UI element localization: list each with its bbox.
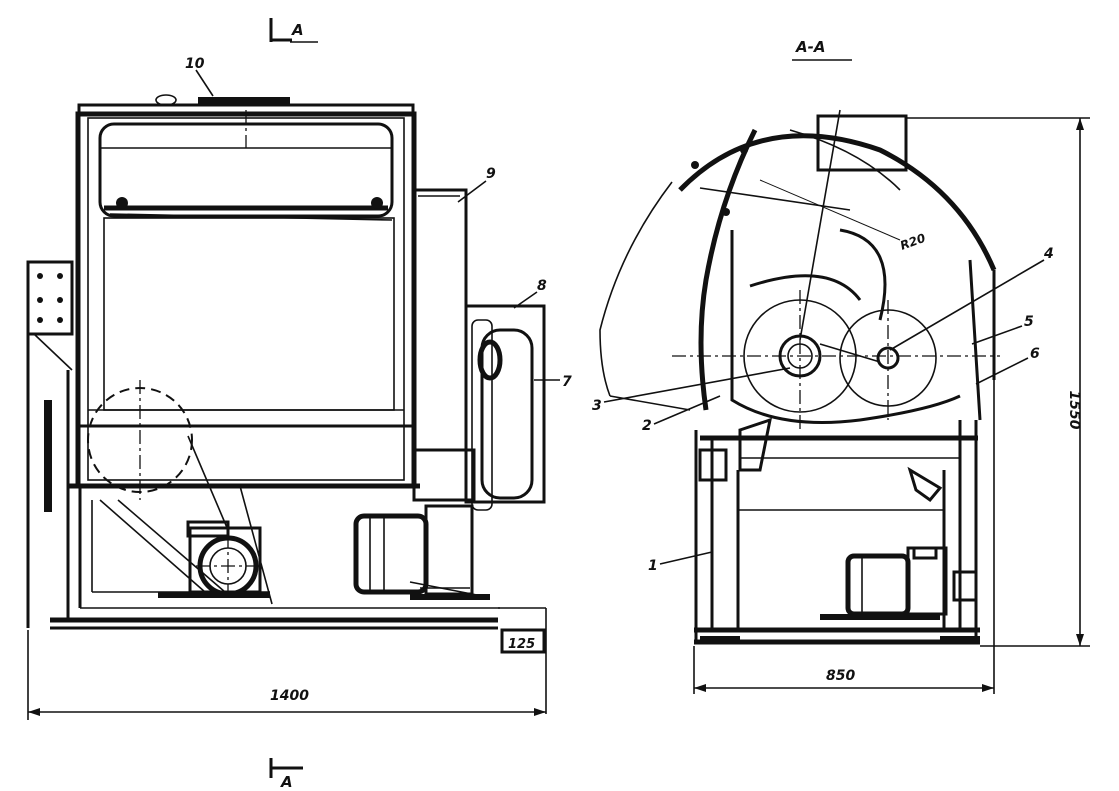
callout-4: 4 <box>1043 246 1054 262</box>
section-mark-top-label: A <box>291 21 304 39</box>
callout-3-leader <box>603 367 791 403</box>
dimension-overall-width: 1400 <box>27 630 546 720</box>
callout-9-leader <box>457 180 487 203</box>
section-frame <box>694 417 980 645</box>
callout-3: 3 <box>592 398 602 414</box>
callout-8: 8 <box>537 278 547 294</box>
callout-9: 9 <box>486 166 496 182</box>
kneading-tank <box>75 94 417 489</box>
callout-5: 5 <box>1024 314 1034 330</box>
callout-1-leader <box>659 551 713 565</box>
callout-10-leader <box>195 69 214 97</box>
section-mark-bottom: A <box>269 758 303 791</box>
callout-2-leader <box>653 395 721 425</box>
callout-4-leader <box>889 259 1045 351</box>
base-frame <box>50 370 547 714</box>
drive-guard <box>464 304 546 511</box>
tilt-motor <box>353 504 490 600</box>
dimension-overall-height: 1550 <box>906 117 1090 647</box>
dimension-overall-width-text: 1400 <box>270 688 309 704</box>
callout-1: 1 <box>648 558 658 574</box>
section-mark-bottom-label: A <box>280 773 293 791</box>
dimension-overall-height-text: 1550 <box>1066 391 1082 430</box>
section-motor <box>820 546 978 620</box>
callout-6: 6 <box>1030 346 1040 362</box>
dimension-base-offset-text: 125 <box>508 637 535 652</box>
callout-7: 7 <box>562 374 572 390</box>
callout-8-leader <box>513 291 538 309</box>
dimension-base-offset: 125 <box>500 628 546 654</box>
dimension-blade-radius: R20 <box>898 231 927 253</box>
kneading-blades <box>672 109 1000 430</box>
front-view: A 10 9 <box>26 18 572 791</box>
callout-10: 10 <box>185 56 205 72</box>
tank-section <box>599 114 997 424</box>
dimension-side-width-text: 850 <box>826 668 855 684</box>
callout-2: 2 <box>642 418 652 434</box>
section-mark-top: A <box>269 18 318 43</box>
section-title: A-A <box>795 38 825 56</box>
dimension-side-width: 850 <box>693 380 995 694</box>
callout-6-leader <box>975 357 1029 385</box>
callout-5-leader <box>971 325 1023 345</box>
control-panel <box>26 260 74 628</box>
section-view: A-A <box>592 38 1090 694</box>
main-motor <box>87 380 270 600</box>
